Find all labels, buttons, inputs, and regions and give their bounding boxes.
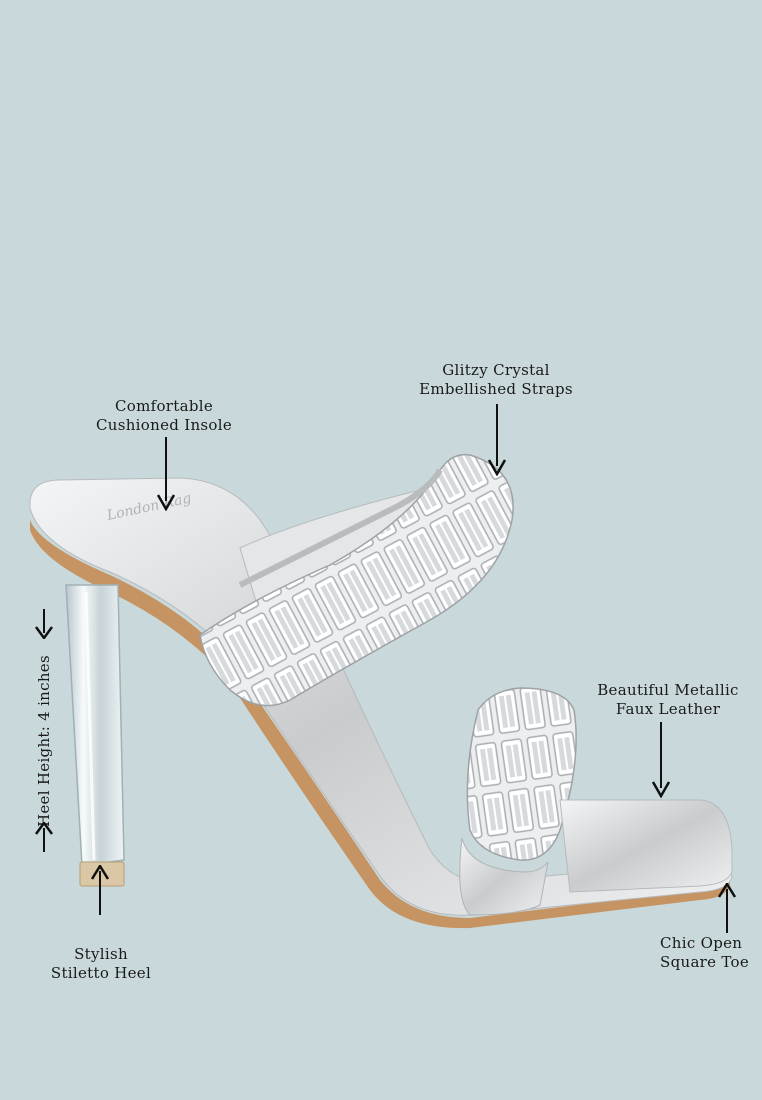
annotation-line: Comfortable bbox=[114, 397, 214, 415]
annotation-heel: Stylish Stiletto Heel bbox=[36, 945, 166, 983]
annotation-toe: Chic Open Square Toe bbox=[660, 934, 762, 972]
arrow-up-icon bbox=[717, 883, 737, 933]
annotation-line: Stiletto Heel bbox=[50, 964, 152, 982]
arrow-up-icon bbox=[34, 822, 54, 852]
annotation-insole: Comfortable Cushioned Insole bbox=[78, 397, 250, 435]
annotation-heel-height: Heel Height: 4 inches bbox=[35, 655, 53, 827]
annotation-crystal-straps: Glitzy Crystal Embellished Straps bbox=[400, 361, 592, 399]
annotation-line: Square Toe bbox=[660, 953, 750, 971]
annotation-line: Stylish bbox=[74, 945, 128, 963]
annotation-line: Faux Leather bbox=[615, 700, 721, 718]
arrow-down-icon bbox=[487, 404, 507, 476]
arrow-down-icon bbox=[156, 437, 176, 511]
annotation-line: Chic Open bbox=[660, 934, 743, 952]
arrow-down-icon bbox=[34, 609, 54, 639]
annotation-line: Glitzy Crystal bbox=[442, 361, 550, 379]
annotation-line: Embellished Straps bbox=[419, 380, 573, 398]
arrow-down-icon bbox=[651, 722, 671, 798]
arrow-up-icon bbox=[90, 865, 110, 915]
annotation-line: Beautiful Metallic bbox=[597, 681, 739, 699]
annotation-line: Cushioned Insole bbox=[95, 416, 233, 434]
annotation-faux-leather: Beautiful Metallic Faux Leather bbox=[580, 681, 756, 719]
